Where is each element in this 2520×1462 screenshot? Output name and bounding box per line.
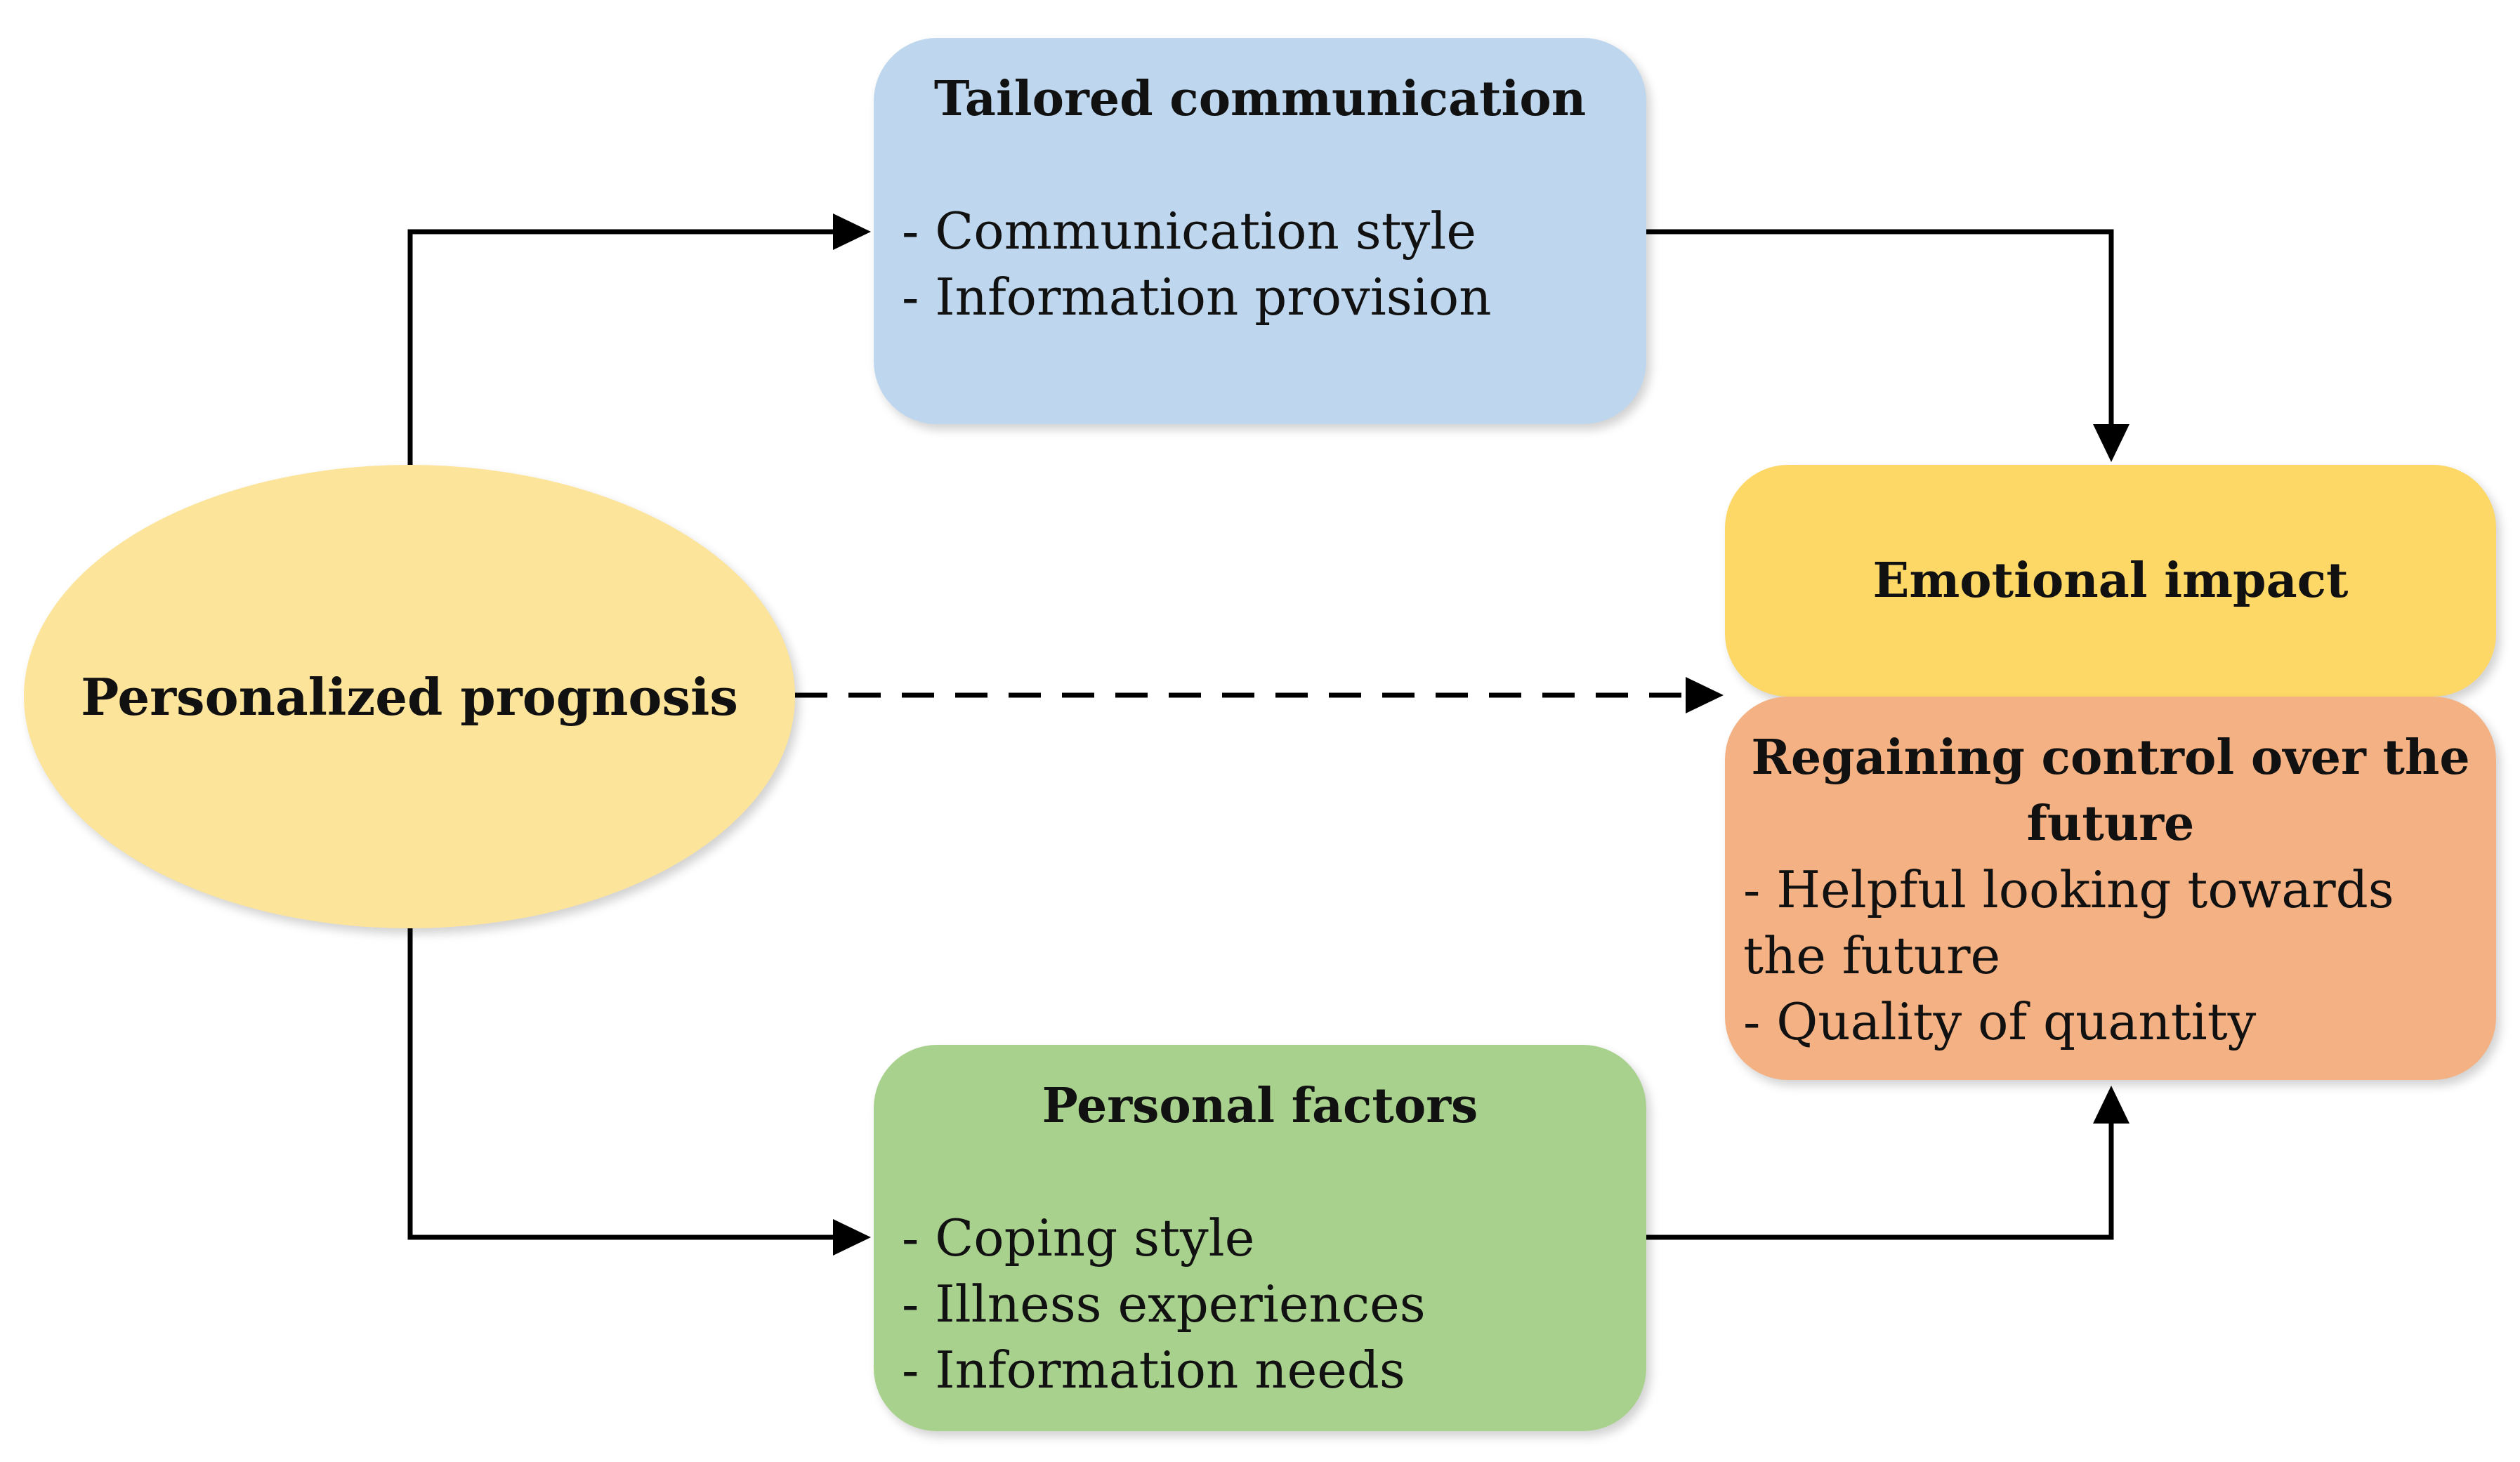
arrowhead-tailored [833,213,871,250]
arrowhead-emotional-dashed [1686,677,1724,713]
edge-prognosis-to-tailored [407,229,837,465]
regaining-item: - Helpful looking towards the future [1743,860,2394,985]
personal-factors-node: Personal factors - Coping style - Illnes… [874,1045,1646,1431]
tailored-communication-node: Tailored communication - Communication s… [874,38,1646,424]
regaining-control-node: Regaining control over the future - Help… [1725,697,2496,1080]
personal-item: - Illness experiences [902,1275,1426,1333]
arrowhead-personal [833,1219,871,1256]
edge-tailored-to-emotional [1646,229,2114,428]
regaining-control-title: Regaining control over the future [1751,730,2470,852]
regaining-item: - Quality of quantity [1743,992,2257,1051]
edge-personal-to-regaining [1646,1121,2114,1240]
personal-item: - Coping style [902,1209,1255,1267]
personalized-prognosis-label: Personalized prognosis [81,666,738,727]
tailored-communication-title: Tailored communication [933,71,1587,127]
arrowhead-regaining [2093,1086,2129,1124]
personal-factors-title: Personal factors [1042,1078,1478,1134]
personalized-prognosis-node: Personalized prognosis [24,465,795,928]
tailored-item: - Communication style [902,202,1476,261]
arrowhead-emotional [2093,424,2129,462]
edge-prognosis-to-personal [407,928,837,1240]
personal-item: - Information needs [902,1341,1405,1400]
tailored-item: - Information provision [902,268,1492,327]
emotional-impact-node: Emotional impact [1725,465,2496,697]
emotional-impact-label: Emotional impact [1872,553,2349,609]
